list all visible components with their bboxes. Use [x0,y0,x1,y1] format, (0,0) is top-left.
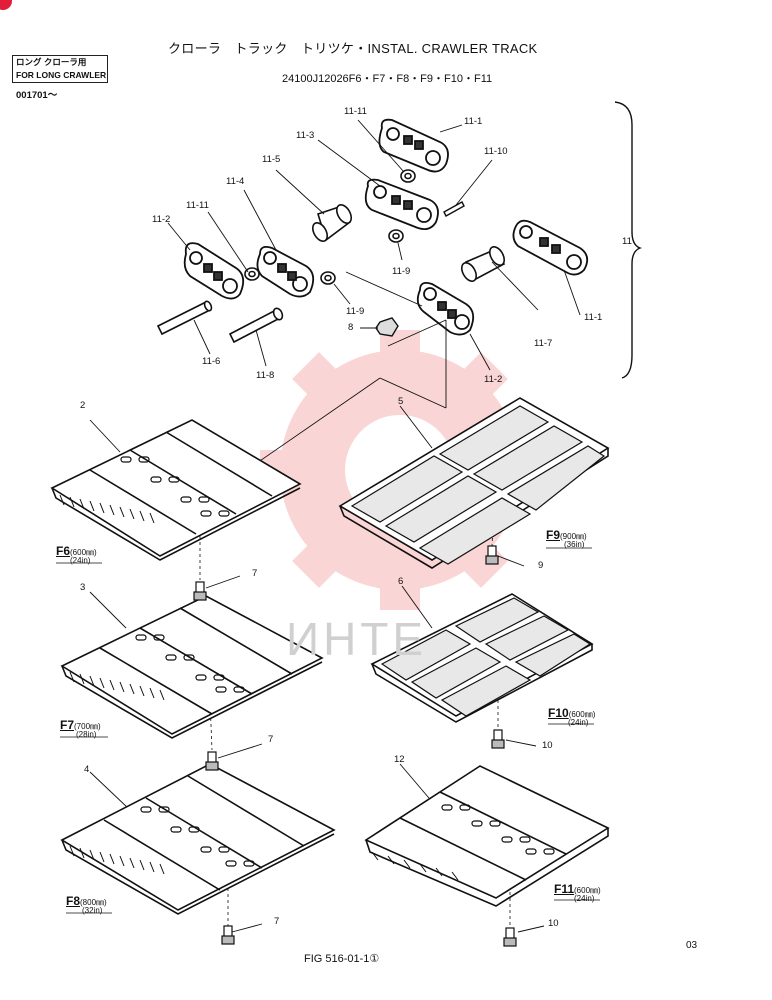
shoe-plate-f10 [370,593,594,723]
pin-11-8 [228,307,284,344]
callout-11-10: 11-10 [484,146,508,157]
label-f7-name: F7 [60,718,75,732]
bolts [193,545,517,947]
callout-11-2-right: 11-2 [484,374,503,385]
callout-11-group: 11 [622,236,632,247]
label-underlines [56,547,600,914]
callout-11-3: 11-3 [296,130,315,141]
link-11-2-left [183,242,245,300]
callout-11-2-left: 11-2 [152,214,171,225]
page-number: 03 [686,940,698,951]
part-number: 24100J12026F6・F7・F8・F9・F10・F11 [282,73,493,85]
label-f9-inch: (36in) [564,540,585,549]
callout-11-9-left: 11-9 [346,306,365,317]
callout-11-6: 11-6 [202,356,221,367]
shoe-plate-f8 [60,763,336,915]
callout-11-1-top: 11-1 [464,116,483,127]
label-f11-width: (600㎜) [574,886,601,895]
callout-11-8: 11-8 [256,370,275,381]
callout-6: 6 [398,576,404,587]
link-11-1-top [378,118,449,173]
label-f7: F7(700㎜) [60,716,101,734]
bolt-7-b [205,751,219,771]
serial-number: 001701～ [16,90,58,101]
bolt-7-c [221,925,235,945]
pin-11-6 [156,300,213,336]
callout-10-mid: 10 [542,740,553,751]
callout-11-7: 11-7 [534,338,553,349]
label-f6-name: F6 [56,544,71,558]
callout-3: 3 [80,582,86,593]
pin-11-10 [443,201,465,217]
callout-11-4: 11-4 [226,176,245,187]
link-11-1-right [512,219,589,276]
bolt-9 [485,545,499,565]
watermark-text: ИНТЕ [286,613,428,665]
spacers [244,169,416,285]
bushing-11-5 [311,204,353,242]
callout-4: 4 [84,764,90,775]
label-f6: F6(600㎜) [56,542,97,560]
bolt-7-a [193,581,207,601]
bushing-11-7 [460,246,506,282]
label-f11: F11(600㎜) [554,880,601,898]
label-f9: F9(900㎜) [546,526,587,544]
label-f10-width: (600㎜) [568,710,596,719]
label-f8-inch: (32in) [82,906,103,915]
shoe-plate-f11 [364,765,610,907]
callout-11-11-left: 11-11 [186,200,209,211]
label-f11-name: F11 [554,882,575,896]
stamp-japanese: ロング クローラ用 [16,57,87,67]
label-f8: F8(800㎜) [66,892,107,910]
callout-8: 8 [348,322,354,333]
label-f11-inch: (24in) [574,894,595,903]
callout-11-11-top: 11-11 [344,106,367,117]
link-11-3 [364,178,439,231]
callout-7-mid: 7 [268,734,274,745]
page-title: クローラ トラック トリツケ・INSTAL. CRAWLER TRACK [168,41,538,56]
shoe-plate-f9 [338,397,610,569]
stamp-english: FOR LONG CRAWLER [16,70,107,80]
label-f7-width: (700㎜) [74,722,101,731]
label-f10-name: F10 [548,706,569,720]
shoe-plate-f6 [50,419,302,561]
callout-11-9-right: 11-9 [392,266,411,277]
label-f8-name: F8 [66,894,81,908]
label-f6-width: (600㎜) [70,548,97,557]
callout-11-5: 11-5 [262,154,281,165]
callout-7-top: 7 [252,568,258,579]
link-11-2-right [416,281,475,336]
figure-number: FIG 516-01-1① [304,953,380,965]
bolt-10-a [491,729,505,749]
label-f9-name: F9 [546,528,561,542]
link-11-4 [256,245,315,298]
callout-10-bottom: 10 [548,918,559,929]
group-brace [614,101,642,379]
callout-5: 5 [398,396,404,407]
label-f10-inch: (24in) [568,718,589,727]
shoe-plate-f7 [60,595,324,739]
callout-2: 2 [80,400,86,411]
callout-9: 9 [538,560,544,571]
bolt-10-b [503,927,517,947]
label-f9-width: (900㎜) [560,532,587,541]
long-crawler-stamp: ロング クローラ用 FOR LONG CRAWLER [12,55,108,83]
corner-marker [0,0,12,10]
callout-12: 12 [394,754,405,765]
label-f10: F10(600㎜) [548,704,595,722]
label-f6-inch: (24in) [70,556,91,565]
label-f7-inch: (28in) [76,730,97,739]
label-f8-width: (800㎜) [80,898,107,907]
callout-11-1-right: 11-1 [584,312,603,323]
callout-7-bottom: 7 [274,916,280,927]
